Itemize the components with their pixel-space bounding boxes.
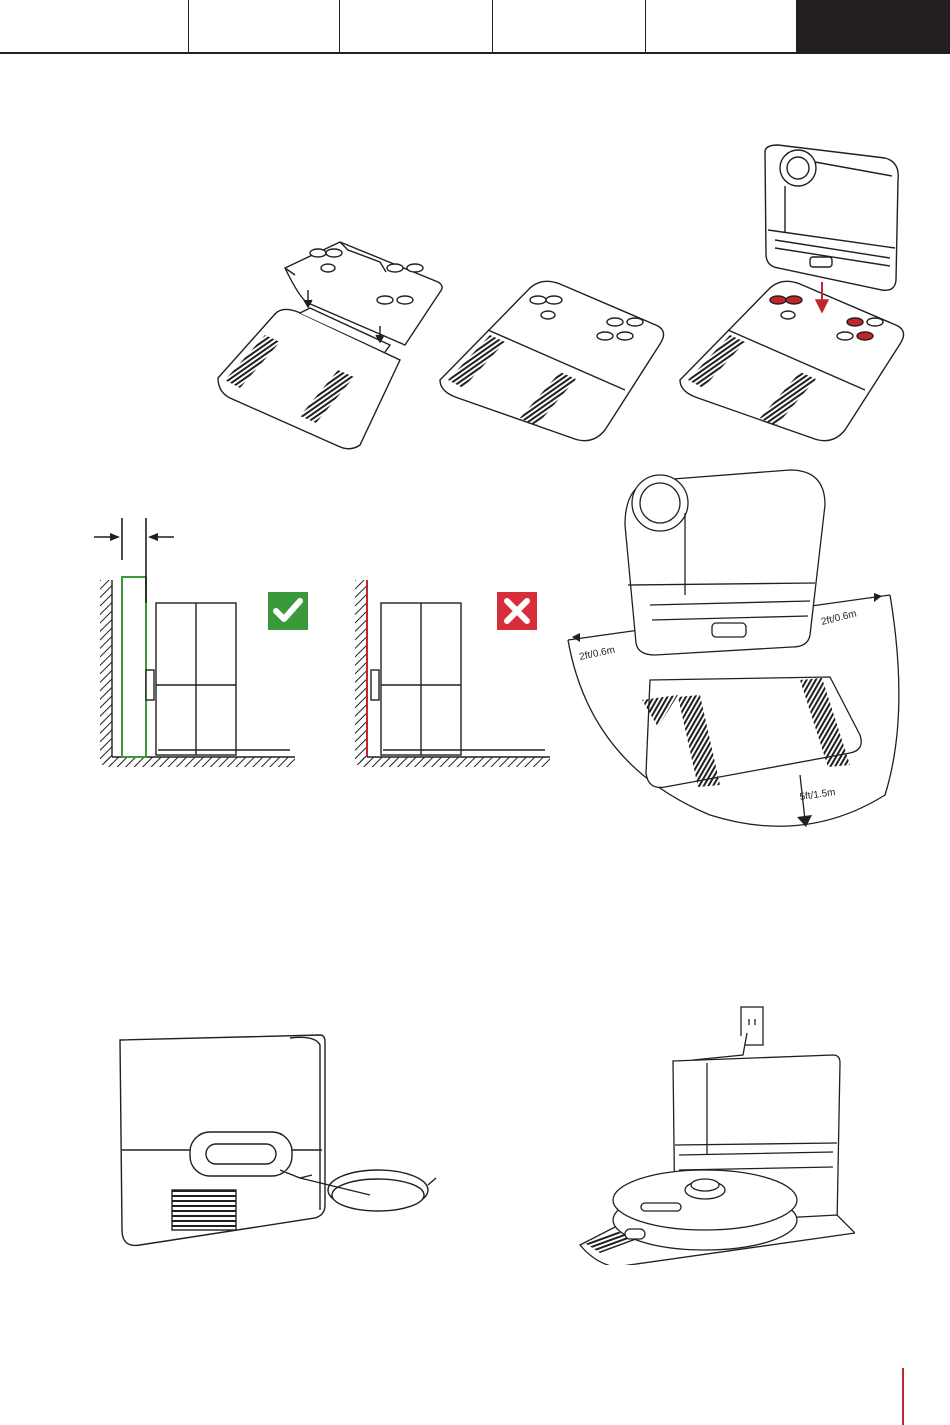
section-tab-5[interactable] xyxy=(646,0,797,52)
ramp-step-1 xyxy=(218,242,442,449)
clearance-right-label: 2ft/0.6m xyxy=(820,608,858,627)
section-tab-1[interactable] xyxy=(0,0,189,52)
power-cord-illustration xyxy=(110,1030,440,1250)
section-tab-bar xyxy=(0,0,950,54)
section-tab-3[interactable] xyxy=(340,0,493,52)
ramp-step-3-station xyxy=(680,145,904,441)
ramp-step-2 xyxy=(440,281,664,440)
wall-placement-correct xyxy=(94,518,308,767)
tab-bar-underline xyxy=(0,52,950,54)
wall-placement-incorrect xyxy=(355,580,550,767)
page-accent-mark xyxy=(902,1368,904,1425)
robot-docked-illustration xyxy=(575,1005,855,1265)
ramp-assembly-illustration xyxy=(200,140,920,450)
clearance-diagram: 2ft/0.6m 2ft/0.6m 5ft/1.5m xyxy=(560,465,910,845)
clearance-left-label: 2ft/0.6m xyxy=(578,645,616,663)
section-tab-4[interactable] xyxy=(493,0,646,52)
section-tab-2[interactable] xyxy=(189,0,340,52)
wall-placement-illustration xyxy=(80,515,560,775)
section-tab-6-active[interactable] xyxy=(797,0,950,52)
clearance-front-label: 5ft/1.5m xyxy=(799,787,836,803)
